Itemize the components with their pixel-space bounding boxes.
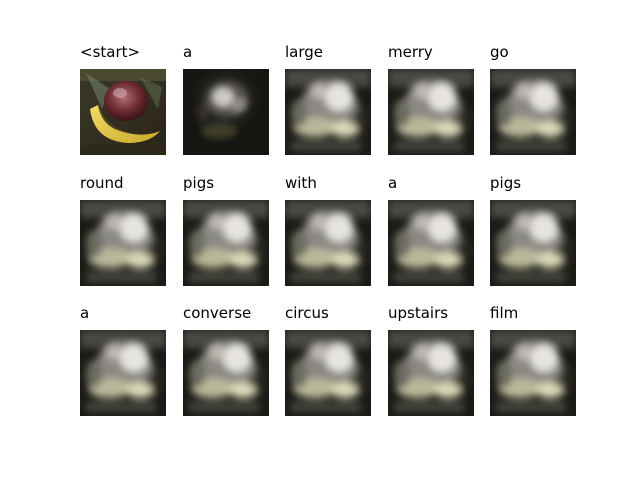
panel-word: a <box>388 174 398 192</box>
panel-word: pigs <box>183 174 215 192</box>
attention-map <box>388 200 474 286</box>
panel: film <box>490 304 580 416</box>
attention-map-icon <box>285 200 371 286</box>
panel-word: <start> <box>80 43 141 61</box>
panel: round <box>80 174 170 286</box>
attention-map-icon <box>388 200 474 286</box>
panel-word: film <box>490 304 519 322</box>
original-photo <box>80 69 166 155</box>
attention-map <box>285 69 371 155</box>
attention-map-icon <box>183 200 269 286</box>
panel-word: a <box>183 43 193 61</box>
panel-word: upstairs <box>388 304 449 322</box>
attention-map <box>80 330 166 416</box>
panel: upstairs <box>388 304 478 416</box>
panel: a <box>80 304 170 416</box>
attention-map <box>183 69 269 155</box>
panel: pigs <box>490 174 580 286</box>
attention-map-icon <box>183 69 269 155</box>
panel: go <box>490 43 580 155</box>
panel-word: a <box>80 304 90 322</box>
attention-map-icon <box>490 69 576 155</box>
panel-word: circus <box>285 304 329 322</box>
attention-map <box>285 330 371 416</box>
panel-word: converse <box>183 304 252 322</box>
panel: converse <box>183 304 273 416</box>
attention-map-icon <box>285 69 371 155</box>
attention-map <box>285 200 371 286</box>
attention-map <box>490 69 576 155</box>
panel: with <box>285 174 375 286</box>
panel: large <box>285 43 375 155</box>
panel: circus <box>285 304 375 416</box>
attention-map <box>183 330 269 416</box>
attention-map-icon <box>80 200 166 286</box>
attention-map <box>388 330 474 416</box>
attention-map-icon <box>285 330 371 416</box>
panel-word: with <box>285 174 317 192</box>
panel: a <box>388 174 478 286</box>
attention-map-icon <box>490 200 576 286</box>
panel-word: large <box>285 43 324 61</box>
panel-word: pigs <box>490 174 522 192</box>
panel: pigs <box>183 174 273 286</box>
panel: merry <box>388 43 478 155</box>
attention-map-icon <box>80 330 166 416</box>
attention-map-icon <box>388 69 474 155</box>
attention-map <box>490 330 576 416</box>
panel-word: round <box>80 174 124 192</box>
banana-photo-icon <box>80 69 166 155</box>
panel-word: merry <box>388 43 433 61</box>
attention-map <box>80 200 166 286</box>
attention-map-icon <box>388 330 474 416</box>
attention-map <box>388 69 474 155</box>
attention-map-icon <box>183 330 269 416</box>
panel: a <box>183 43 273 155</box>
attention-map <box>490 200 576 286</box>
attention-map <box>183 200 269 286</box>
panel-word: go <box>490 43 509 61</box>
panel: <start> <box>80 43 170 155</box>
attention-map-icon <box>490 330 576 416</box>
